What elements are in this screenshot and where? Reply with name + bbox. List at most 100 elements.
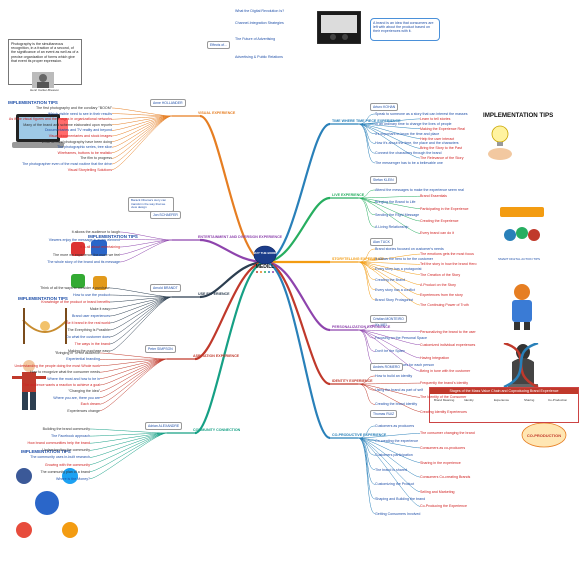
branch-leaf[interactable]: Understanding the people doing the most …: [14, 364, 100, 368]
branch-title[interactable]: LIVE EXPERIENCE: [332, 193, 364, 197]
branch-leaf[interactable]: Participating in the Experience: [420, 207, 469, 211]
branch-leaf[interactable]: Having Integration: [420, 356, 449, 360]
branch-leaf[interactable]: "Changing the idea": [68, 389, 100, 393]
branch-leaf[interactable]: How to build an identity: [375, 374, 412, 378]
branch-leaf[interactable]: Consumers Co-creating Brands: [420, 475, 470, 479]
branch-leaf[interactable]: It allows the hero to be the customer: [375, 257, 433, 261]
branch-leaf[interactable]: Creating the Experience: [420, 219, 459, 223]
branch-leaf[interactable]: The Continuing Power of Truth: [420, 303, 469, 307]
branch-leaf[interactable]: The first photography and the corollary …: [36, 106, 112, 110]
author-card[interactable]: Thomas RUIZ: [370, 410, 397, 418]
branch-leaf[interactable]: Using the brand as part of self: [375, 388, 423, 392]
branch-leaf[interactable]: Each dream: [81, 402, 100, 406]
branch-leaf[interactable]: Be it brand in the real world: [66, 321, 110, 325]
branch-leaf[interactable]: The Facebook approach: [51, 434, 90, 438]
branch-leaf[interactable]: Experiences from the story: [420, 293, 463, 297]
branch-leaf[interactable]: In an ordinary time to change the lives …: [375, 122, 452, 126]
author-card[interactable]: Arnold BRANDT: [150, 284, 181, 292]
branch-leaf[interactable]: Don't be the Spam: [375, 349, 405, 353]
branch-leaf[interactable]: Bringing the Brand to Life: [375, 200, 416, 204]
branch-leaf[interactable]: Personalizing the brand to the user: [420, 330, 476, 334]
branch-leaf[interactable]: How to use the product: [73, 293, 110, 297]
branch-leaf[interactable]: Consumers as co-producers: [420, 446, 465, 450]
branch-leaf[interactable]: The photographic series, tree slice: [57, 145, 112, 149]
author-card[interactable]: Arturo KOHAN: [370, 103, 398, 111]
branch-leaf[interactable]: Knowledge of the product or brand benefi…: [41, 300, 110, 304]
branch-leaf[interactable]: Documentaries and TV reality and beyond: [45, 128, 112, 132]
branch-leaf[interactable]: The photographer even of the most routin…: [22, 162, 112, 166]
top-bubble-label[interactable]: The Future of Advertising: [235, 37, 275, 41]
branch-leaf[interactable]: Where you are, there you are: [53, 396, 100, 400]
author-card[interactable]: Stefan KLEIN: [370, 176, 397, 184]
branch-leaf[interactable]: The Creation of the Story: [420, 273, 460, 277]
branch-leaf[interactable]: Sharing in the experience: [420, 461, 461, 465]
branch-leaf[interactable]: Focusing on the Personal Space: [375, 336, 427, 340]
branch-leaf[interactable]: Where the most and how to be in: [47, 377, 100, 381]
branch-leaf[interactable]: Growing with the community: [45, 463, 90, 467]
branch-leaf[interactable]: Viewers enjoy the message in every eleme…: [49, 238, 120, 242]
branch-leaf[interactable]: The consumer changing the brand: [420, 431, 475, 435]
top-bubble-card[interactable]: Effects of...: [207, 41, 230, 49]
branch-leaf[interactable]: Many of the brand and scheme elaborated …: [23, 123, 112, 127]
branch-leaf[interactable]: Frequently the brand's identity: [420, 381, 468, 385]
branch-leaf[interactable]: Wireframes, buttons to be realistic: [58, 151, 112, 155]
branch-leaf[interactable]: Co-creating the experience: [375, 439, 418, 443]
author-card[interactable]: Alan TUCK: [370, 238, 393, 246]
author-card[interactable]: Peter SIMPSON: [145, 345, 176, 353]
branch-leaf[interactable]: Tell the story in how the brand Hero: [420, 262, 477, 266]
top-bubble-label[interactable]: What the Digital Revolution Is?: [235, 9, 284, 13]
branch-leaf[interactable]: The more we experience the more we feel: [53, 253, 120, 257]
branch-leaf[interactable]: Attend the messages to make the experien…: [375, 188, 464, 192]
branch-leaf[interactable]: The Everything Is Possible: [67, 328, 110, 332]
branch-leaf[interactable]: It's important to know the time and plac…: [375, 132, 439, 136]
branch-leaf[interactable]: A Living Relationship: [375, 225, 408, 229]
branch-leaf[interactable]: The whole story of the brand and its mes…: [47, 260, 120, 264]
branch-leaf[interactable]: Building the brand community: [43, 427, 90, 431]
branch-leaf[interactable]: Making the Experience Real: [420, 127, 465, 131]
branch-leaf[interactable]: The community plan of a brand: [40, 470, 90, 474]
branch-leaf[interactable]: Getting Consumers Involved: [375, 512, 420, 516]
branch-leaf[interactable]: What film and photography have been doin…: [41, 140, 112, 144]
branch-leaf[interactable]: Customized individual experiences: [420, 343, 475, 347]
branch-leaf[interactable]: The audience wants a reaction to achieve…: [23, 383, 100, 387]
branch-leaf[interactable]: Being in tune with the customer: [420, 369, 470, 373]
branch-title[interactable]: IDENTITY EXPERIENCE: [332, 379, 372, 383]
branch-leaf[interactable]: Visual Storytelling Solutions: [68, 168, 112, 172]
branch-title[interactable]: ENTERTAINMENT AND DIVERSION EXPERIENCE: [198, 235, 282, 239]
author-card[interactable]: Anne HOLLANDER: [150, 99, 186, 107]
branch-leaf[interactable]: As if the visual figures and the images …: [9, 117, 112, 121]
branch-leaf[interactable]: The community uses in-built research: [30, 455, 90, 459]
branch-leaf[interactable]: Speak to someone as a story that can int…: [375, 112, 468, 116]
branch-leaf[interactable]: Learn to tell stories: [420, 117, 450, 121]
branch-leaf[interactable]: Sending the Right Message: [375, 213, 419, 217]
branch-leaf[interactable]: It allows the audience to laugh: [72, 230, 120, 234]
buy-the-book-badge[interactable]: [254, 246, 276, 264]
branch-leaf[interactable]: Make it easy: [90, 307, 110, 311]
branch-leaf[interactable]: The Identity of the Consumer: [420, 395, 466, 399]
branch-leaf[interactable]: How brand communities help the brand: [27, 441, 90, 445]
branch-leaf[interactable]: Visual documentaries and stock images: [49, 134, 112, 138]
branch-leaf[interactable]: Creating the brand identity: [375, 402, 417, 406]
branch-leaf[interactable]: Help the user interact: [420, 137, 454, 141]
branch-leaf[interactable]: Customizing the Product: [375, 482, 414, 486]
branch-leaf[interactable]: The Relevance of the Story: [420, 156, 464, 160]
branch-title[interactable]: USE EXPERIENCE: [198, 292, 230, 296]
branch-leaf[interactable]: The messenger has to be a believable one: [375, 161, 443, 165]
branch-title[interactable]: VISUAL EXPERIENCE: [198, 111, 235, 115]
branch-leaf[interactable]: Brand stories focused on customer's need…: [375, 247, 444, 251]
branch-leaf[interactable]: Creating Identity Experiences: [420, 410, 467, 414]
branch-leaf[interactable]: Every story has a protagonist: [375, 267, 422, 271]
central-node[interactable]: BUY THE BOOK MEDILL: [239, 245, 291, 273]
author-card[interactable]: Cristian MONTEIRO: [370, 315, 407, 323]
branch-leaf[interactable]: It's ME!: [375, 323, 387, 327]
branch-leaf[interactable]: Experiential branding: [66, 357, 100, 361]
branch-leaf[interactable]: The brand is shared: [375, 468, 407, 472]
branch-leaf[interactable]: Brand Story Protagonist: [375, 298, 413, 302]
branch-leaf[interactable]: It is all about entertaining: [80, 245, 120, 249]
branch-title[interactable]: COMMUNITY CONNECTION: [193, 428, 240, 432]
branch-leaf[interactable]: Experiences change: [67, 409, 100, 413]
branch-leaf[interactable]: Understanding the community: [42, 448, 90, 452]
branch-leaf[interactable]: Brand Essentials: [420, 194, 447, 198]
top-bubble-label[interactable]: Advertising & Public Relations: [235, 55, 283, 59]
branch-title[interactable]: CO-PRODUCTIVE EXPERIENCE: [332, 433, 386, 437]
